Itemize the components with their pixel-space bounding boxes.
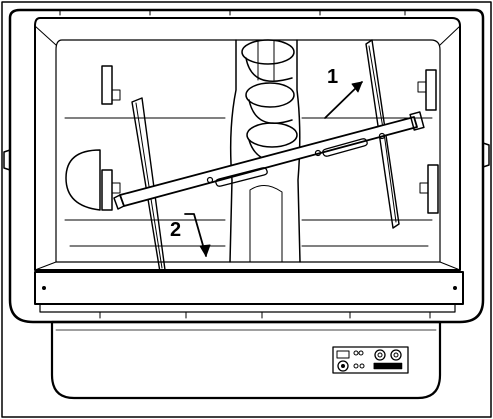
left-upper-bracket xyxy=(101,65,113,105)
control-housing xyxy=(50,320,442,400)
center-column-left xyxy=(229,39,237,263)
center-column-right xyxy=(296,39,301,263)
right-blade xyxy=(365,39,400,229)
left-lower-bracket xyxy=(101,169,113,211)
panel-display xyxy=(336,350,350,359)
panel-button-right xyxy=(390,349,402,361)
panel-logo xyxy=(373,362,403,370)
callout-number-2: 2 xyxy=(170,219,182,241)
connecting-bar xyxy=(119,116,418,207)
left-dome xyxy=(65,149,101,211)
panel-button-left xyxy=(374,349,386,361)
auger-disc-1 xyxy=(241,39,295,65)
control-panel xyxy=(332,346,409,374)
right-lower-bracket xyxy=(427,164,439,214)
callout-number-1: 1 xyxy=(327,66,339,88)
front-lip xyxy=(34,271,464,305)
right-upper-bracket xyxy=(425,69,437,111)
auger-disc-2 xyxy=(245,82,295,108)
arrow-2 xyxy=(184,213,207,257)
tub-opening xyxy=(34,17,461,271)
panel-dial xyxy=(337,360,349,372)
cabinet-frame xyxy=(8,8,485,324)
auger-disc-3 xyxy=(246,122,298,148)
